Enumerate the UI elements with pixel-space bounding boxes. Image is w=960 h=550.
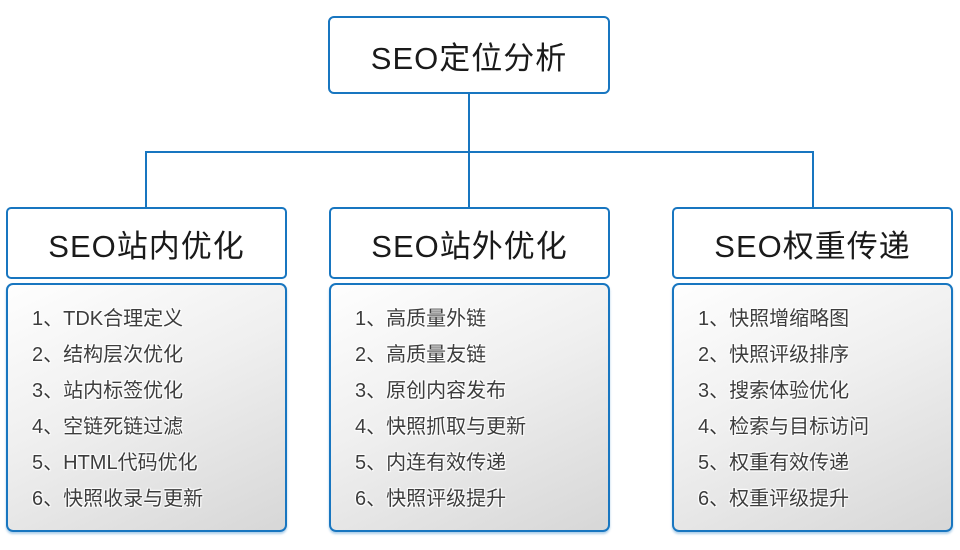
list-item: 6、快照收录与更新 bbox=[32, 488, 204, 510]
list-item: 5、权重有效传递 bbox=[698, 452, 850, 474]
list-item: 6、快照评级提升 bbox=[355, 488, 507, 510]
list-item: 2、结构层次优化 bbox=[32, 344, 184, 366]
list-item: 1、快照增缩略图 bbox=[698, 308, 850, 330]
list-item: 5、HTML代码优化 bbox=[32, 452, 198, 474]
list-item: 3、搜索体验优化 bbox=[698, 380, 850, 402]
branch-title: SEO站外优化 bbox=[371, 228, 568, 264]
list-item: 1、高质量外链 bbox=[355, 308, 487, 330]
branch-header: SEO站外优化 bbox=[329, 207, 610, 279]
branch-onsite-optimization: SEO站内优化 1、TDK合理定义 2、结构层次优化 3、站内标签优化 4、空链… bbox=[6, 207, 287, 532]
list-item: 3、原创内容发布 bbox=[355, 380, 507, 402]
list-item: 6、权重评级提升 bbox=[698, 488, 850, 510]
branch-item-list: 1、快照增缩略图 2、快照评级排序 3、搜索体验优化 4、检索与目标访问 5、权… bbox=[672, 283, 953, 532]
connector-root-drop bbox=[468, 94, 470, 152]
root-title: SEO定位分析 bbox=[370, 40, 568, 76]
list-item: 3、站内标签优化 bbox=[32, 380, 184, 402]
list-item: 2、高质量友链 bbox=[355, 344, 487, 366]
list-item: 4、快照抓取与更新 bbox=[355, 416, 527, 438]
root-node: SEO定位分析 bbox=[328, 16, 610, 94]
connector-drop-right bbox=[812, 151, 814, 207]
list-item: 2、快照评级排序 bbox=[698, 344, 850, 366]
list-item: 4、空链死链过滤 bbox=[32, 416, 184, 438]
list-item: 1、TDK合理定义 bbox=[32, 308, 184, 330]
branch-title: SEO权重传递 bbox=[714, 228, 911, 264]
connector-rail bbox=[145, 151, 814, 153]
branch-item-list: 1、高质量外链 2、高质量友链 3、原创内容发布 4、快照抓取与更新 5、内连有… bbox=[329, 283, 610, 532]
branch-title: SEO站内优化 bbox=[48, 228, 245, 264]
branch-header: SEO站内优化 bbox=[6, 207, 287, 279]
branch-item-list: 1、TDK合理定义 2、结构层次优化 3、站内标签优化 4、空链死链过滤 5、H… bbox=[6, 283, 287, 532]
branch-weight-transfer: SEO权重传递 1、快照增缩略图 2、快照评级排序 3、搜索体验优化 4、检索与… bbox=[672, 207, 953, 532]
list-item: 5、内连有效传递 bbox=[355, 452, 507, 474]
connector-drop-middle bbox=[468, 151, 470, 207]
branch-offsite-optimization: SEO站外优化 1、高质量外链 2、高质量友链 3、原创内容发布 4、快照抓取与… bbox=[329, 207, 610, 532]
list-item: 4、检索与目标访问 bbox=[698, 416, 870, 438]
branch-header: SEO权重传递 bbox=[672, 207, 953, 279]
connector-drop-left bbox=[145, 151, 147, 207]
